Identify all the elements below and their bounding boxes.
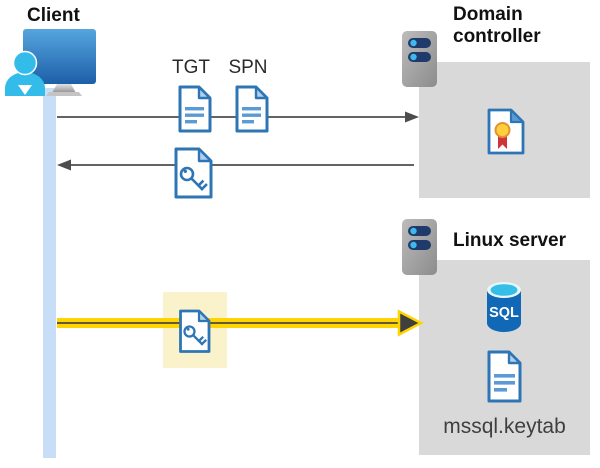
response-arrow-head [57, 159, 71, 171]
person-body [5, 72, 45, 96]
certificate-icon [487, 108, 525, 155]
key-glyph [179, 166, 208, 191]
domain-controller-server-icon [402, 31, 437, 87]
spn-label: SPN [228, 57, 268, 78]
keytab-document-icon [487, 350, 522, 403]
person-collar [18, 85, 32, 95]
tgt-label: TGT [172, 57, 210, 78]
client-label: Client [27, 5, 80, 26]
spn-document-icon [235, 85, 269, 133]
monitor-stand [52, 84, 76, 93]
client-workstation-icon [5, 29, 96, 96]
document-text-lines [185, 107, 204, 124]
document-text-lines [242, 107, 261, 124]
request-arrow-head [405, 111, 419, 123]
highlighted-key-file-icon [179, 309, 211, 353]
monitor [23, 29, 96, 84]
sql-database-icon: SQL [487, 282, 521, 332]
keytab-file-label: mssql.keytab [443, 415, 566, 438]
linux-server-label: Linux server [453, 230, 566, 251]
linux-server-icon [402, 219, 437, 275]
client-timeline [43, 88, 56, 458]
domain-controller-label: Domain controller [453, 4, 541, 47]
person-head [12, 50, 38, 76]
key-file-icon [174, 147, 213, 199]
key-glyph [183, 325, 208, 346]
monitor-base [46, 92, 82, 96]
sql-label: SQL [489, 305, 519, 321]
certificate-ribbon [498, 134, 507, 149]
document-text-lines [494, 374, 515, 392]
certificate-seal [494, 122, 511, 138]
tgt-document-icon [178, 85, 212, 133]
gold-arrow-head [397, 309, 424, 337]
